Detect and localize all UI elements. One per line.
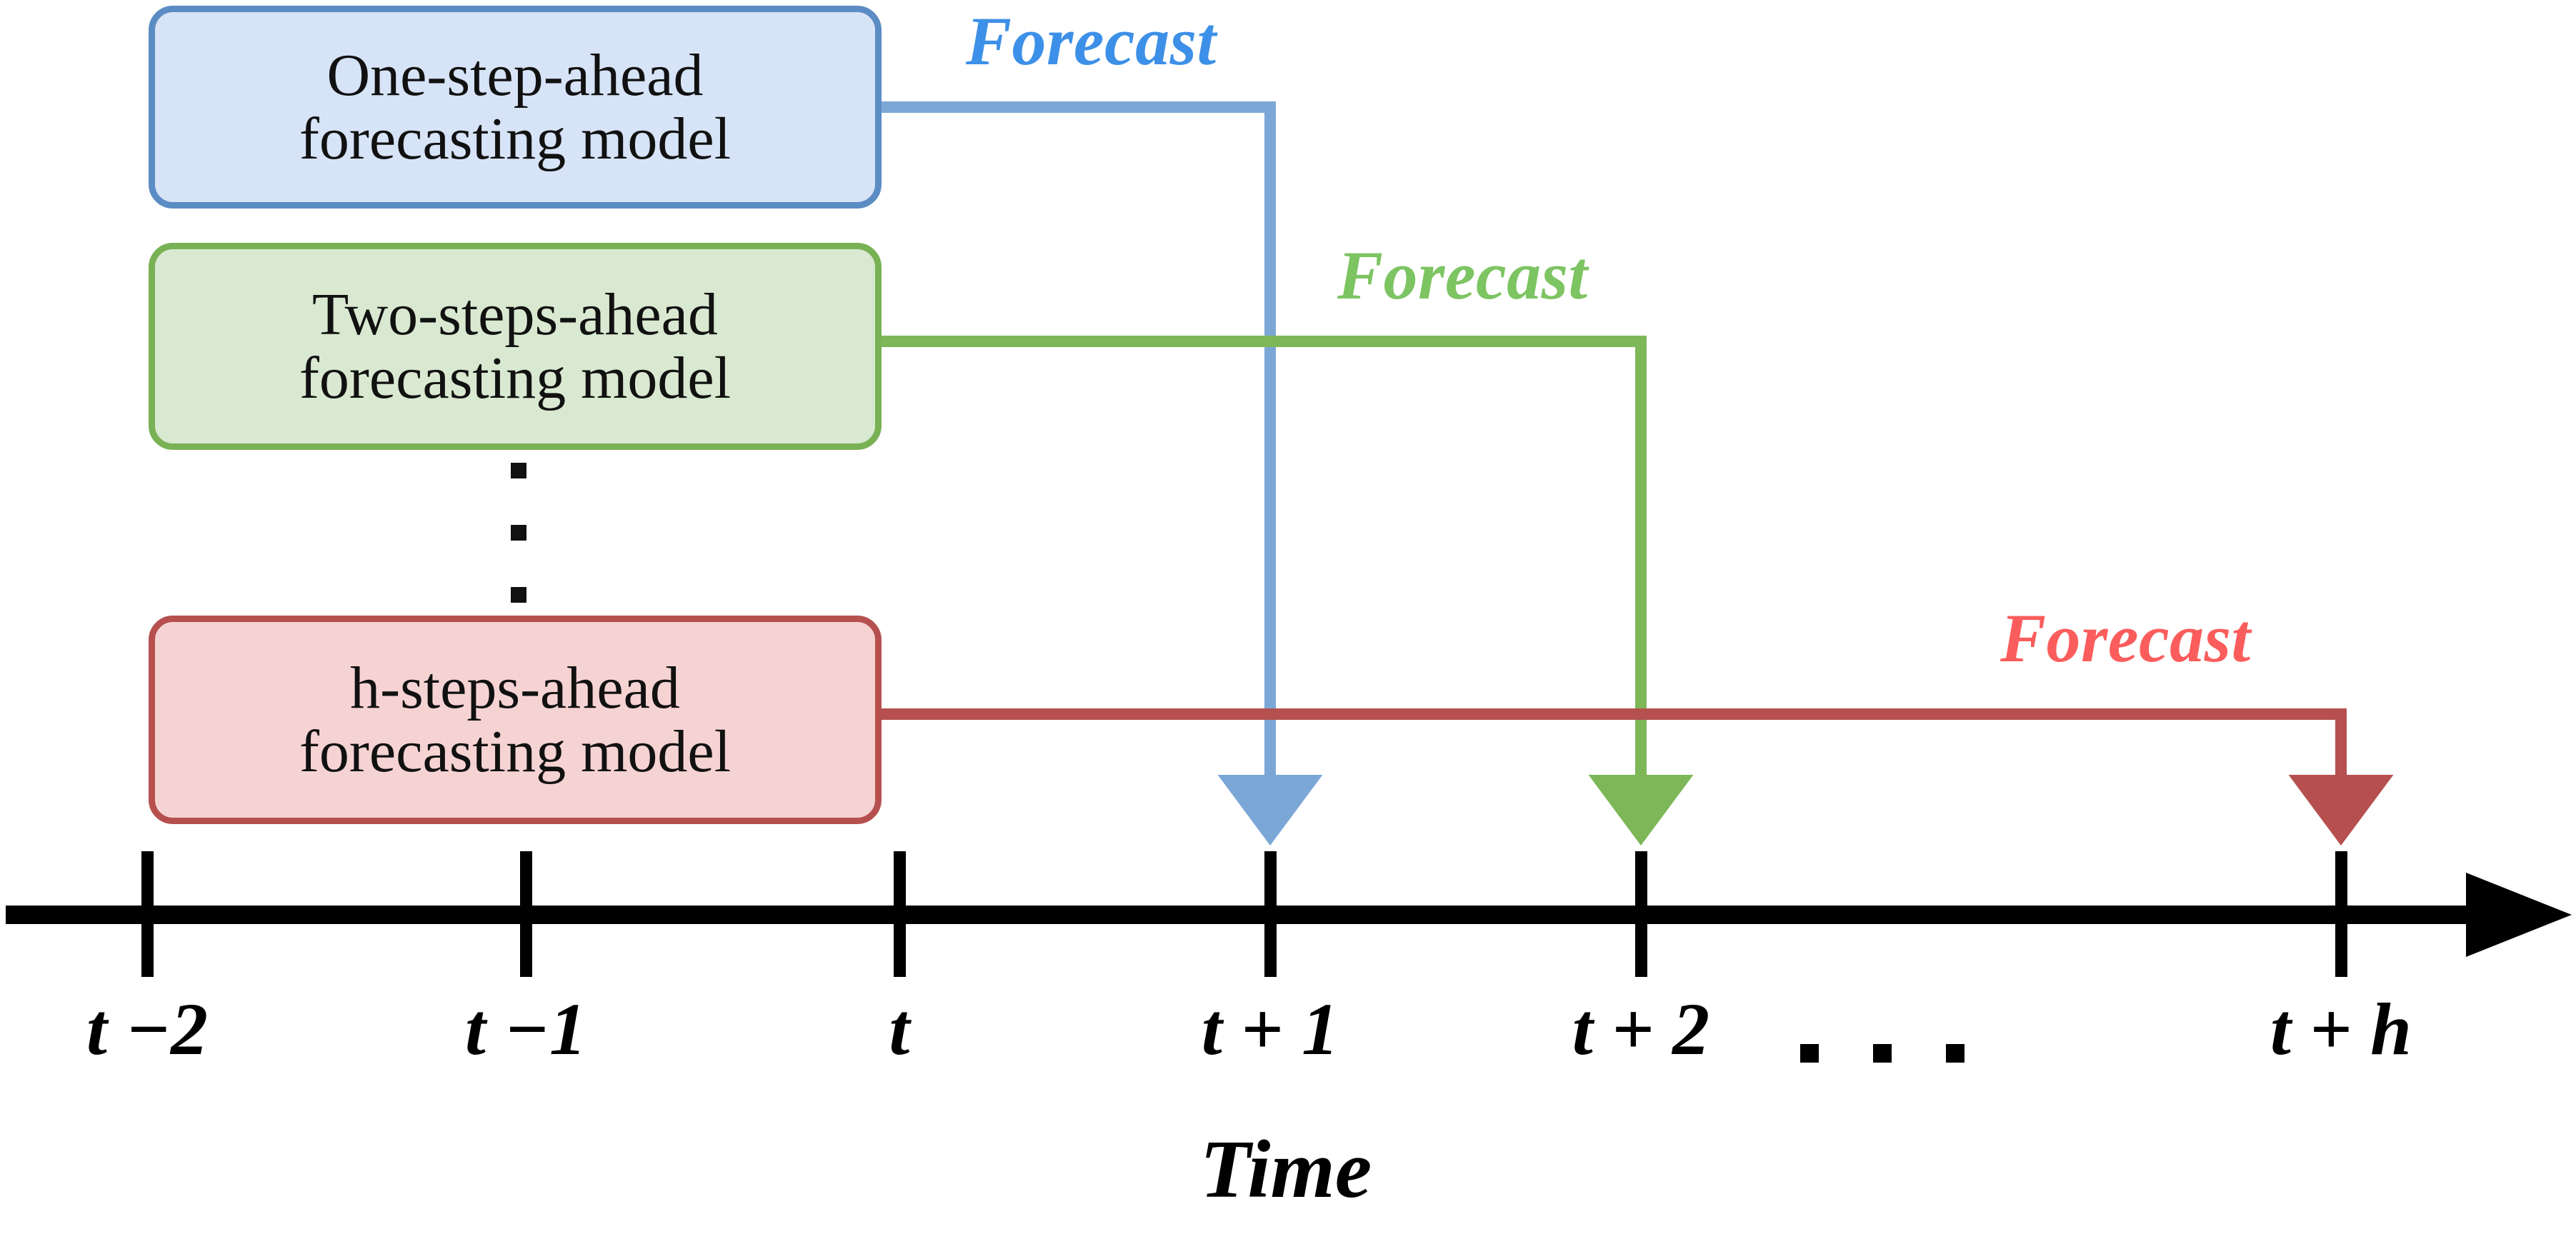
wire-two-steps-to-t-plus-2 <box>880 336 1694 846</box>
model-box-h-steps-line1: h-steps-ahead <box>350 654 680 721</box>
vertical-ellipsis-icon <box>504 463 533 603</box>
ellipsis-dot <box>511 587 526 603</box>
forecast-label-one-step: Forecast <box>966 3 1217 79</box>
model-box-two-steps-line1: Two-steps-ahead <box>312 281 718 348</box>
axis-tick-t-plus-h <box>2335 851 2347 977</box>
axis-label-t-plus-1: t + 1 <box>1201 988 1339 1070</box>
model-box-one-step-line1: One-step-ahead <box>326 41 704 109</box>
axis-tick-t-minus-2 <box>141 851 154 977</box>
time-axis-arrow-icon <box>2466 873 2572 957</box>
axis-title-time: Time <box>1199 1124 1372 1215</box>
axis-tick-t <box>894 851 906 977</box>
wire-one-step-to-t-plus-1 <box>880 101 1323 846</box>
ellipsis-dot <box>1946 1044 1965 1063</box>
axis-tick-t-plus-1 <box>1264 851 1277 977</box>
axis-gap-ellipsis-icon <box>1800 1043 1965 1064</box>
forecast-label-h-steps: Forecast <box>2000 600 2251 676</box>
ellipsis-dot <box>1873 1044 1892 1063</box>
ellipsis-dot <box>511 463 526 478</box>
model-box-two-steps-line2: forecasting model <box>299 345 732 411</box>
model-box-two-steps[interactable]: Two-steps-ahead forecasting model <box>149 243 882 450</box>
ellipsis-dot <box>511 525 526 541</box>
model-box-one-step-line2: forecasting model <box>299 106 732 172</box>
forecast-label-two-steps: Forecast <box>1337 237 1588 313</box>
axis-label-t: t <box>889 988 910 1070</box>
axis-tick-t-plus-2 <box>1635 851 1647 977</box>
model-box-one-step[interactable]: One-step-ahead forecasting model <box>149 6 882 209</box>
axis-label-t-plus-h: t + h <box>2270 988 2412 1070</box>
axis-tick-t-minus-1 <box>520 851 532 977</box>
wire-h-steps-to-t-plus-h <box>880 708 2394 846</box>
time-axis-line <box>6 906 2492 924</box>
ellipsis-dot <box>1800 1044 1819 1063</box>
model-box-h-steps-line2: forecasting model <box>299 718 732 785</box>
axis-label-t-minus-1: t −1 <box>465 988 586 1070</box>
model-box-h-steps[interactable]: h-steps-ahead forecasting model <box>149 616 882 824</box>
axis-label-t-plus-2: t + 2 <box>1572 988 1710 1070</box>
axis-label-t-minus-2: t −2 <box>86 988 208 1070</box>
